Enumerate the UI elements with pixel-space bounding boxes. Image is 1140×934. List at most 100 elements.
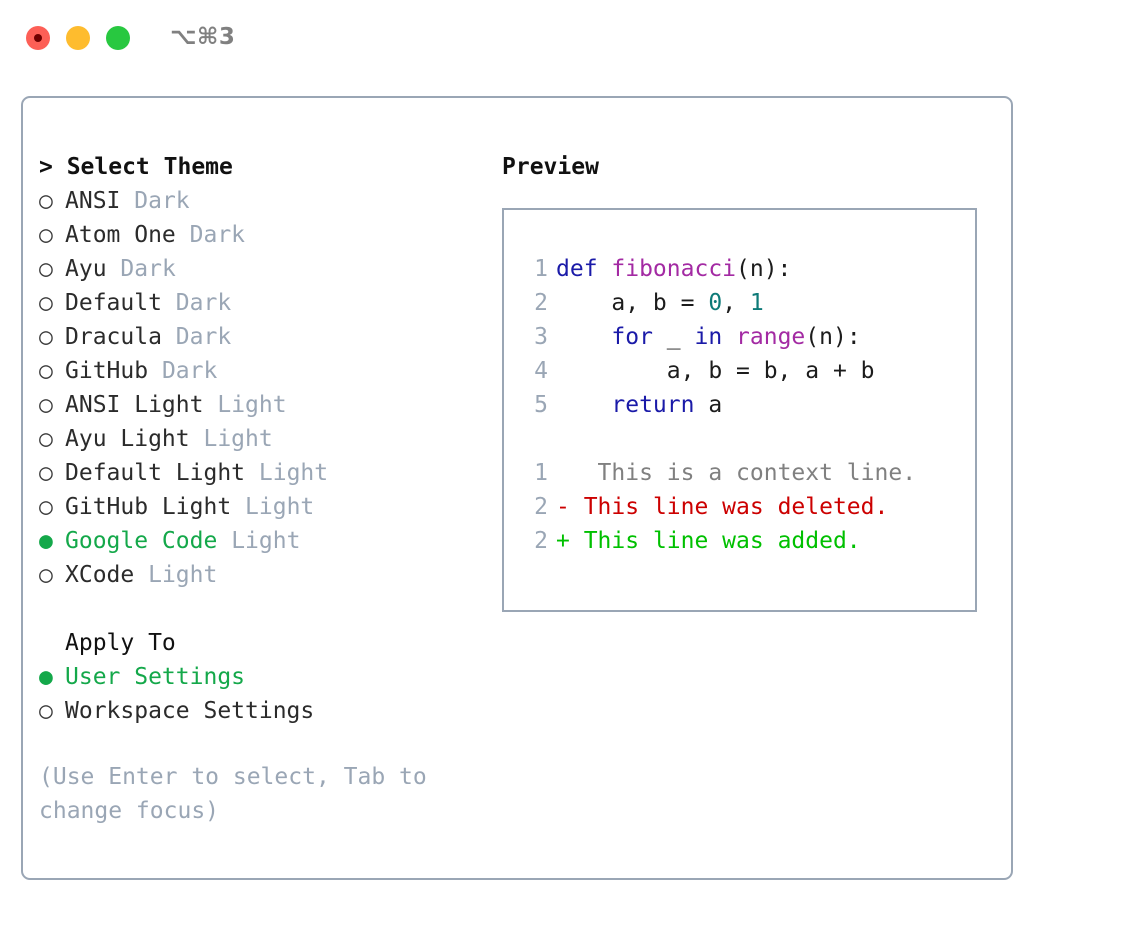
- theme-option-variant-tag: Dark: [175, 324, 232, 350]
- theme-option-label: Default: [65, 290, 162, 316]
- apply-to-section: Apply To ●User Settings○Workspace Settin…: [39, 626, 479, 728]
- theme-option-variant-tag: Light: [231, 528, 301, 554]
- radio-unselected-icon: ○: [39, 562, 53, 588]
- theme-option-variant-tag: Dark: [161, 358, 218, 384]
- close-button-icon[interactable]: [26, 26, 50, 50]
- code-token: in: [694, 324, 723, 350]
- diff-text: This line was added.: [569, 528, 861, 554]
- theme-option-dracula[interactable]: ○ Dracula Dark: [39, 320, 479, 354]
- code-token: (n):: [736, 256, 792, 282]
- radio-selected-icon: ●: [39, 664, 53, 690]
- code-line: 1 def fibonacci(n):: [522, 252, 975, 286]
- code-token: _: [652, 324, 695, 350]
- code-token: 1: [749, 290, 764, 316]
- diff-sample: 1 This is a context line.2- This line wa…: [522, 456, 975, 558]
- apply-to-list[interactable]: ● User Settings ○ Workspace Settings: [39, 660, 479, 728]
- diff-line-del: 2- This line was deleted.: [522, 490, 975, 524]
- apply-to-option-user-settings[interactable]: ● User Settings: [39, 660, 479, 694]
- radio-unselected-icon: ○: [39, 392, 53, 418]
- radio-unselected-icon: ○: [39, 256, 53, 282]
- line-number: 4: [534, 358, 548, 384]
- theme-option-label: Default Light: [65, 460, 246, 486]
- theme-option-variant-tag: Light: [148, 562, 218, 588]
- theme-option-label: ANSI: [65, 188, 121, 214]
- theme-option-variant-tag: Light: [258, 460, 329, 486]
- diff-text: This line was deleted.: [569, 494, 889, 520]
- theme-option-ansi[interactable]: ○ ANSI Dark: [39, 184, 479, 218]
- radio-unselected-icon: ○: [39, 290, 53, 316]
- keyboard-hint-text: (Use Enter to select, Tab to change focu…: [39, 764, 441, 824]
- theme-option-github[interactable]: ○GitHub Dark: [39, 354, 479, 388]
- code-token: a, b =: [556, 290, 709, 316]
- keyboard-shortcut-label: ⌥⌘3: [170, 24, 236, 50]
- line-number: 3: [534, 324, 548, 350]
- theme-picker-panel: > Select Theme ○ANSI Dark○Atom One Dark○…: [21, 96, 1013, 880]
- theme-option-label: XCode: [65, 562, 135, 588]
- theme-option-variant-tag: Light: [245, 494, 315, 520]
- theme-option-ayu[interactable]: ○ Ayu Dark: [39, 252, 479, 286]
- theme-option-xcode[interactable]: ○ XCode Light: [39, 558, 479, 592]
- theme-list[interactable]: ○ANSI Dark○Atom One Dark○Ayu Dark○Defaul…: [39, 184, 479, 592]
- radio-unselected-icon: ○: [39, 324, 53, 350]
- theme-option-atom-one[interactable]: ○Atom One Dark: [39, 218, 479, 252]
- line-number: 2: [534, 290, 548, 316]
- radio-unselected-icon: ○: [39, 188, 53, 214]
- code-token: ,: [722, 290, 750, 316]
- theme-option-variant-tag: Dark: [134, 188, 190, 214]
- apply-to-option-label: Workspace Settings: [65, 698, 315, 724]
- code-token: for: [611, 324, 653, 350]
- diff-line-ctx: 1 This is a context line.: [522, 456, 975, 490]
- apply-to-option-workspace-settings[interactable]: ○ Workspace Settings: [39, 694, 479, 728]
- code-token: fibonacci: [611, 256, 737, 282]
- radio-selected-icon: ●: [39, 528, 53, 554]
- code-token: def: [556, 256, 612, 282]
- code-diff-spacer: [522, 422, 975, 456]
- radio-unselected-icon: ○: [39, 426, 53, 452]
- diff-text: This is a context line.: [569, 460, 917, 486]
- theme-option-label: Ayu Light: [65, 426, 190, 452]
- line-number: 2: [534, 528, 548, 554]
- line-number: 5: [534, 392, 548, 418]
- theme-option-label: Google Code: [65, 528, 218, 554]
- window-titlebar: ⌥⌘3: [0, 0, 1140, 78]
- code-token: [722, 324, 736, 350]
- theme-option-google-code[interactable]: ● Google Code Light: [39, 524, 479, 558]
- theme-option-variant-tag: Light: [203, 426, 273, 452]
- theme-option-label: Ayu: [65, 256, 107, 282]
- theme-option-ayu-light[interactable]: ○ Ayu Light Light: [39, 422, 479, 456]
- line-number: 2: [534, 494, 548, 520]
- theme-selection-column: > Select Theme ○ANSI Dark○Atom One Dark○…: [39, 150, 479, 828]
- theme-option-variant-tag: Dark: [120, 256, 176, 282]
- code-token: a, b = b, a + b: [556, 358, 875, 384]
- minimize-button-icon[interactable]: [66, 26, 90, 50]
- preview-title: Preview: [502, 154, 599, 180]
- radio-unselected-icon: ○: [39, 222, 53, 248]
- theme-option-default-light[interactable]: ○ Default Light Light: [39, 456, 479, 490]
- code-token: 0: [708, 290, 723, 316]
- theme-option-variant-tag: Light: [217, 392, 287, 418]
- radio-unselected-icon: ○: [39, 494, 53, 520]
- maximize-button-icon[interactable]: [106, 26, 130, 50]
- theme-option-github-light[interactable]: ○GitHub Light Light: [39, 490, 479, 524]
- diff-marker: [556, 460, 570, 486]
- radio-unselected-icon: ○: [39, 460, 53, 486]
- code-token: (n):: [805, 324, 861, 350]
- theme-option-ansi-light[interactable]: ○ANSI Light Light: [39, 388, 479, 422]
- theme-option-variant-tag: Dark: [189, 222, 246, 248]
- code-token: range: [736, 324, 806, 350]
- apply-to-option-label: User Settings: [65, 664, 246, 690]
- code-line: 4 a, b = b, a + b: [522, 354, 975, 388]
- theme-option-default[interactable]: ○ Default Dark: [39, 286, 479, 320]
- radio-unselected-icon: ○: [39, 698, 53, 724]
- code-token: a: [694, 392, 723, 418]
- theme-option-variant-tag: Dark: [175, 290, 232, 316]
- diff-marker: -: [556, 494, 570, 520]
- theme-option-label: Dracula: [65, 324, 162, 350]
- line-number: 1: [534, 256, 548, 282]
- code-token: [556, 392, 611, 418]
- radio-unselected-icon: ○: [39, 358, 53, 384]
- code-token: [556, 324, 611, 350]
